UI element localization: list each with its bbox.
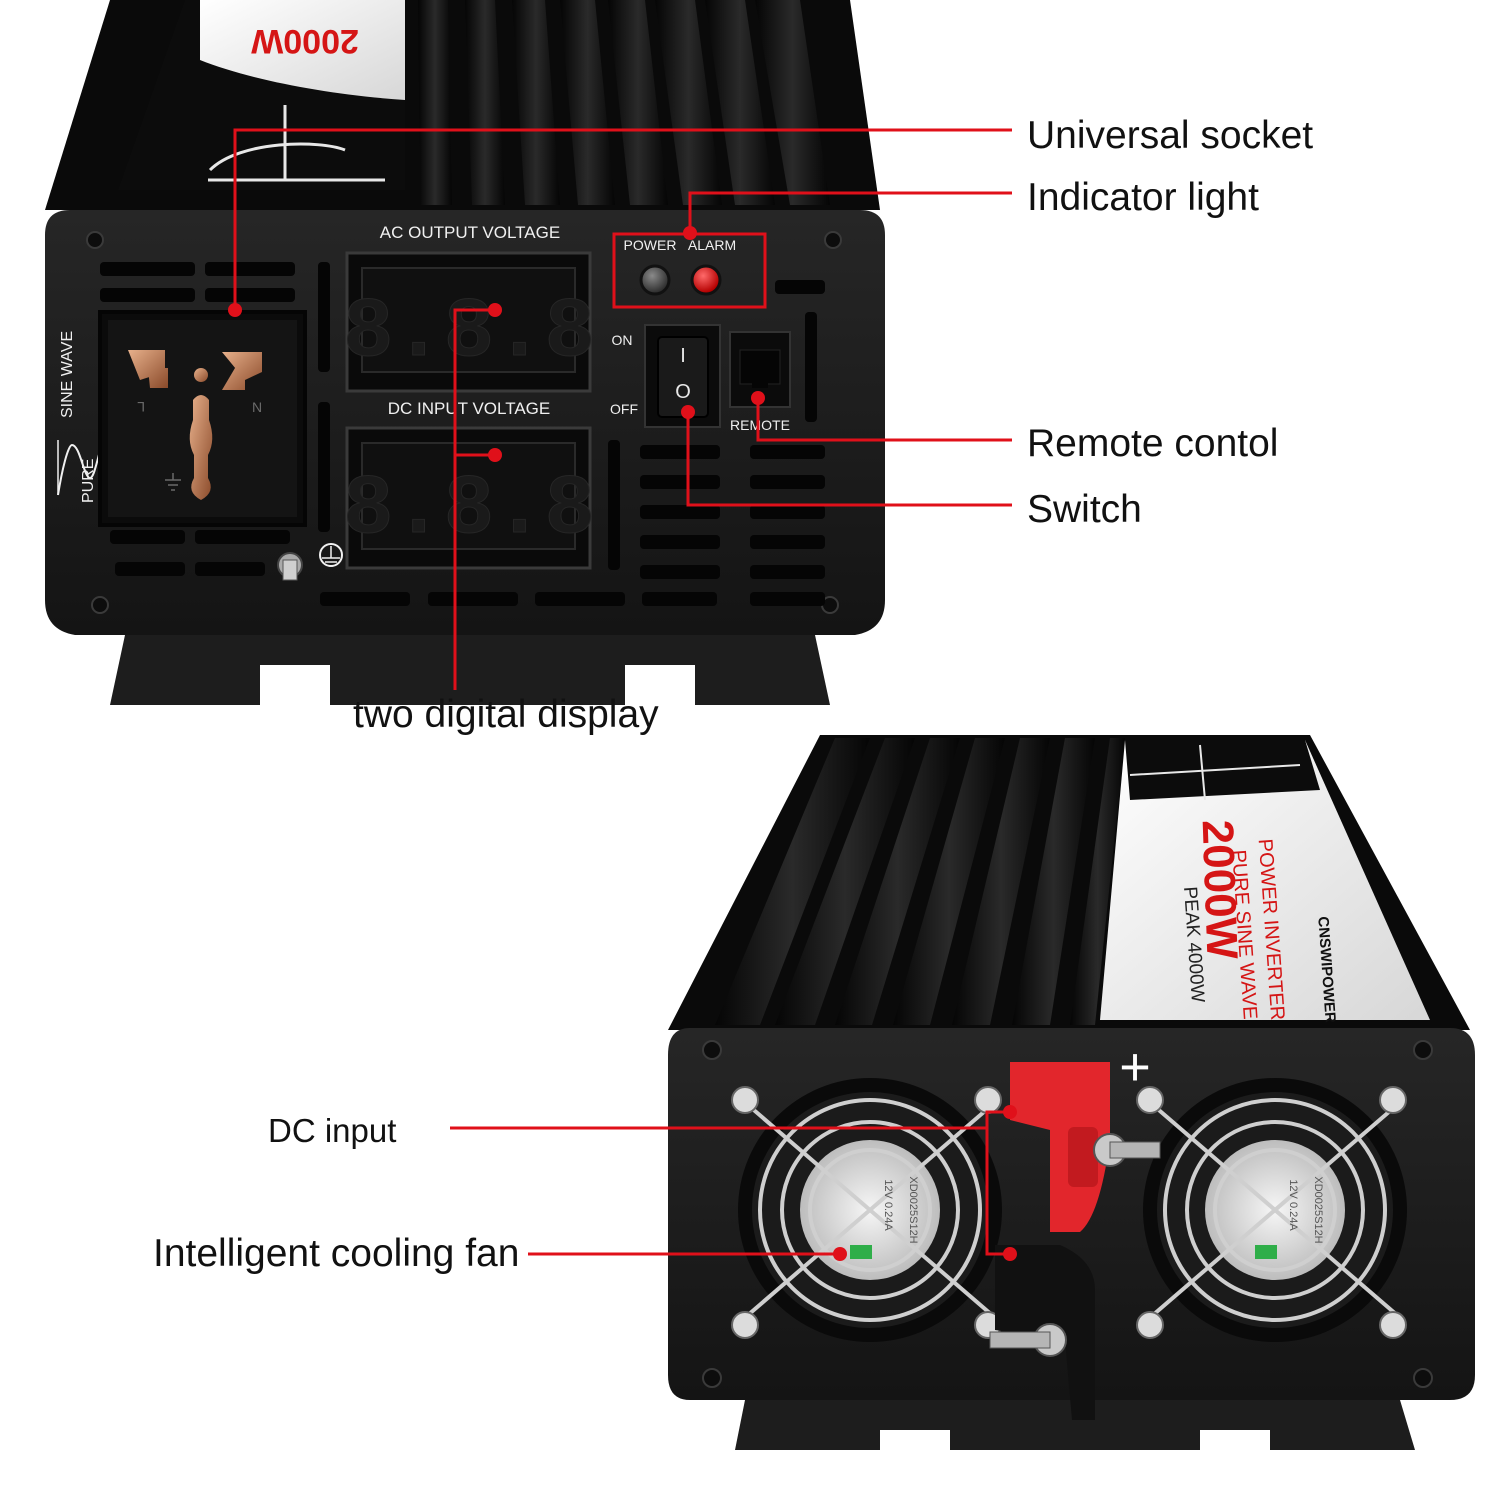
fan-left-model: XD0025S12H [907, 1176, 919, 1243]
rear-inverter: 2000W POWER INVERTER PURE SINE WAVE PEAK… [450, 735, 1475, 1455]
remote-port: REMOTE [729, 331, 791, 433]
bottom-callout-dots [833, 1105, 1017, 1261]
top-body: 2000W [45, 0, 880, 210]
dc-positive-terminal [1010, 1062, 1161, 1232]
switch-on-label: ON [612, 332, 633, 348]
top-callout-dots [228, 226, 765, 462]
switch-off-symbol: O [675, 381, 691, 403]
switch-on-symbol: I [680, 345, 686, 367]
front-inverter: 2000W [45, 0, 1012, 705]
remote-leader [756, 398, 1012, 442]
rear-label-plate [1100, 740, 1430, 1020]
fan-right-spec: 12V 0.24A [1287, 1179, 1299, 1231]
dc-plus-sign: + [1119, 1037, 1151, 1097]
fan-right-model: XD0025S12H [1312, 1176, 1324, 1243]
socket-l: L [137, 399, 145, 415]
socket-leader [233, 128, 1012, 310]
fan-to-terminal [985, 1128, 1010, 1256]
callout-universal-socket: Universal socket [1027, 114, 1314, 157]
cooling-fan-right: XD0025S12H 12V 0.24A [1136, 1078, 1407, 1342]
switch-leader [686, 412, 1012, 507]
callout-remote-control: Remote contol [1027, 422, 1279, 465]
callout-two-digital-display: two digital display [353, 693, 659, 736]
power-led [639, 264, 671, 296]
switch-off-label: OFF [610, 401, 638, 417]
callout-indicator-light: Indicator light [1027, 176, 1259, 219]
fan-left-spec: 12V 0.24A [882, 1179, 894, 1231]
rear-label-text: 2000W POWER INVERTER PURE SINE WAVE PEAK… [1179, 819, 1339, 1024]
sine-wave-text: SINE WAVE [59, 331, 76, 418]
ac-output-label: AC OUTPUT VOLTAGE [380, 223, 560, 242]
sine-symbol [57, 439, 105, 496]
top-callout-lines [233, 128, 1012, 690]
dc-input-display: 8.8.8 [342, 426, 596, 570]
dc-input-leader [450, 1110, 1010, 1130]
rear-wattage: 2000W [1193, 819, 1247, 961]
ac-output-display: 8.8.8 [342, 251, 596, 393]
indicator-leader [688, 191, 1012, 233]
display-leader [453, 308, 495, 690]
remote-label: REMOTE [730, 417, 790, 433]
ac-display-digits: 8.8.8 [343, 286, 595, 381]
callout-switch: Switch [1027, 488, 1142, 531]
front-vents [100, 262, 825, 606]
bottom-callout-lines [450, 1110, 1010, 1256]
dc-negative-terminal [989, 1245, 1095, 1420]
callout-dc-input: DC input [268, 1112, 397, 1149]
power-label: POWER [624, 237, 677, 253]
panel-screws [86, 231, 842, 614]
socket-n: N [252, 399, 262, 415]
indicator-lights: POWER ALARM [624, 237, 736, 296]
top-wattage: 2000W [250, 22, 359, 60]
dc-input-label: DC INPUT VOLTAGE [388, 399, 550, 418]
universal-socket: L N [98, 310, 307, 527]
ground-terminal [277, 543, 343, 581]
alarm-led [690, 264, 722, 296]
cooling-fan-left: XD0025S12H 12V 0.24A [731, 1078, 1002, 1342]
heat-fins [418, 0, 830, 205]
rear-panel-screws [702, 1040, 1433, 1388]
callout-cooling-fan: Intelligent cooling fan [153, 1232, 520, 1275]
alarm-label: ALARM [688, 237, 736, 253]
rear-heat-fins [715, 738, 1125, 1025]
dc-display-digits: 8.8.8 [343, 463, 595, 558]
